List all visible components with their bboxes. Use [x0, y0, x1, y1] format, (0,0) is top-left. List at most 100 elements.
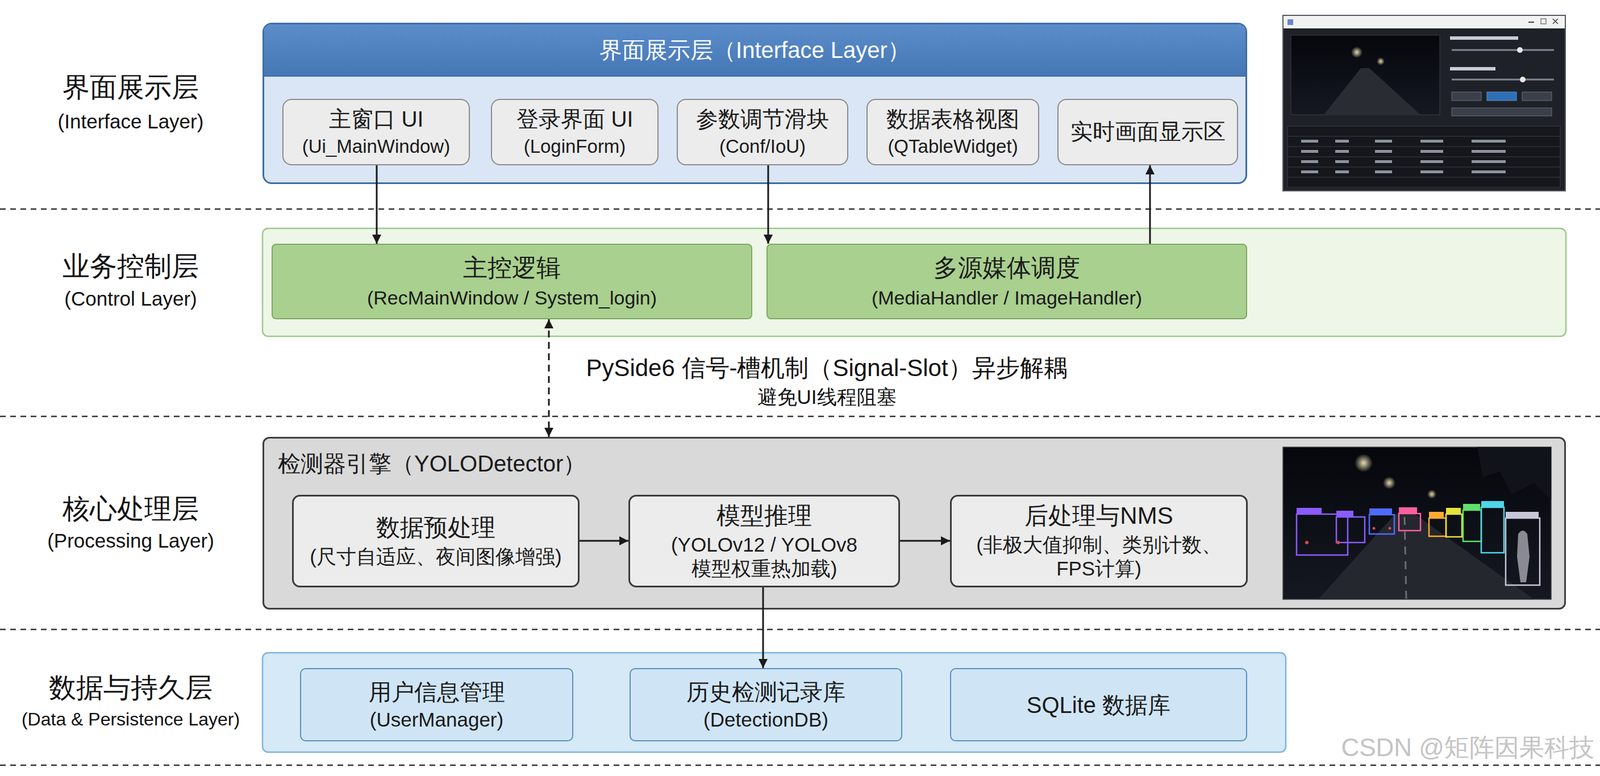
slider-track [1451, 78, 1554, 81]
window-button [1552, 18, 1558, 24]
result-table [1287, 126, 1561, 188]
box-subtitle: (MediaHandler / ImageHandler) [871, 286, 1143, 310]
window-button [1528, 21, 1535, 23]
layer-name: 核心处理层 [62, 493, 199, 525]
annotation-text: 避免UI线程阻塞 [757, 385, 897, 409]
ui-button [1451, 92, 1482, 101]
detection-boxes [1296, 507, 1540, 586]
table-cells [1301, 139, 1506, 174]
data-store-box: 用户信息管理(UserManager) [300, 668, 574, 742]
ui-button [1486, 92, 1517, 101]
box-title: 检测器引擎（YOLODetector） [277, 450, 586, 478]
window-titlebar [1283, 15, 1565, 29]
box-title: 用户信息管理 [368, 678, 506, 706]
data-store-box: 历史检测记录库(DetectionDB) [629, 668, 903, 742]
box-title: 历史检测记录库 [686, 678, 846, 706]
pipeline-step-box: 模型推理(YOLOv12 / YOLOv8 模型权重热加载) [628, 494, 900, 588]
box-title: 主控逻辑 [463, 253, 561, 283]
detection-tags [1296, 501, 1539, 519]
box-subtitle: (UserManager) [369, 707, 504, 732]
ui-button [1451, 107, 1552, 116]
box-subtitle: (尺寸自适应、夜间图像增强) [309, 544, 562, 569]
ui-component-box: 参数调节滑块(Conf/IoU) [676, 98, 849, 166]
layer-name: 业务控制层 [62, 250, 199, 282]
connector-group [376, 165, 1150, 669]
box-subtitle: (DetectionDB) [703, 707, 829, 732]
ui-button [1522, 92, 1552, 101]
data-store-box: SQLite 数据库 [950, 668, 1248, 742]
dashed-divider [0, 208, 1600, 211]
table-grid [1287, 136, 1561, 178]
panel-heading [1450, 67, 1496, 71]
box-subtitle: (Ui_MainWindow) [302, 135, 450, 158]
control-module-box: 主控逻辑 (RecMainWindow / System_login) [271, 243, 753, 320]
ui-component-box: 数据表格视图(QTableWidget) [866, 98, 1040, 166]
box-subtitle: (QTableWidget) [887, 135, 1018, 158]
slider-knob [1519, 76, 1526, 83]
bidirectional-arrow [548, 319, 550, 437]
road-shape [1318, 514, 1535, 600]
layer-divider [0, 209, 1600, 766]
box-title: 模型推理 [716, 501, 812, 531]
layer-panel: 界面展示层（Interface Layer） 主窗口 UI(Ui_MainWind… [262, 22, 1248, 185]
annotation-text: PySide6 信号-槽机制（Signal-Slot）异步解耦 [585, 354, 1068, 382]
flow-arrow [1149, 165, 1152, 244]
window-button [1540, 18, 1547, 24]
window-frame [1282, 15, 1566, 191]
street-light [1427, 489, 1437, 499]
street-light [1382, 476, 1396, 490]
box-title: 登录界面 UI [516, 106, 634, 133]
detection-illustration [1282, 447, 1552, 600]
street-light [1354, 453, 1373, 473]
slider-track [1451, 49, 1554, 52]
panel-heading [1450, 36, 1519, 40]
box-subtitle: (YOLOv12 / YOLOv8 模型权重热加载) [634, 532, 894, 581]
pipeline-step-box: 数据预处理(尺寸自适应、夜间图像增强) [292, 494, 580, 588]
night-scene [1282, 447, 1552, 600]
tree-silhouette [1477, 447, 1552, 500]
box-subtitle: (Conf/IoU) [719, 135, 806, 158]
box-title: 多源媒体调度 [933, 253, 1081, 283]
data-layer-band [262, 652, 1286, 753]
box-title: 主窗口 UI [328, 106, 424, 133]
layer-name-en: (Data & Persistence Layer) [21, 709, 240, 731]
video-area [1290, 35, 1440, 115]
layer-name: 界面展示层 [62, 71, 199, 103]
flow-arrow [579, 540, 629, 543]
box-title: 参数调节滑块 [696, 106, 829, 133]
layer-name-en: (Processing Layer) [47, 529, 215, 553]
layer-name-en: (Control Layer) [64, 287, 197, 311]
layer-name-en: (Interface Layer) [57, 110, 204, 133]
street-light [1376, 57, 1385, 66]
box-title: SQLite 数据库 [1026, 691, 1171, 719]
box-subtitle: (非极大值抑制、类别计数、 FPS计算) [956, 532, 1242, 581]
box-subtitle: (RecMainWindow / System_login) [367, 286, 657, 310]
box-subtitle: (LoginForm) [523, 135, 627, 158]
window-icon [1287, 19, 1294, 25]
street-light [1351, 46, 1363, 58]
box-title: 界面展示层（Interface Layer） [264, 24, 1246, 77]
pedestrian-figure [1517, 530, 1530, 583]
dashed-divider [0, 415, 1600, 418]
lane-marking [1404, 517, 1407, 600]
control-layer-band [262, 228, 1566, 337]
app-screenshot [1282, 15, 1566, 191]
watermark: CSDN @矩阵因果科技 [1340, 733, 1595, 763]
box-title: 后处理与NMS [1024, 501, 1173, 531]
ui-component-box: 主窗口 UI(Ui_MainWindow) [282, 98, 470, 166]
slider-knob [1517, 47, 1523, 53]
flow-arrow [762, 587, 765, 669]
layer-name: 数据与持久层 [48, 672, 213, 704]
box-title: 数据预处理 [376, 513, 496, 543]
flow-arrow [767, 165, 770, 244]
control-module-box: 多源媒体调度 (MediaHandler / ImageHandler) [766, 243, 1248, 320]
ui-component-box: 实时画面显示区 [1057, 98, 1239, 166]
tail-lights [1305, 527, 1392, 545]
road-shape [1323, 68, 1421, 115]
ui-component-box: 登录界面 UI(LoginForm) [490, 98, 659, 166]
pipeline-step-box: 后处理与NMS(非极大值抑制、类别计数、 FPS计算) [950, 494, 1248, 588]
dashed-divider [0, 628, 1600, 631]
box-title: 数据表格视图 [886, 106, 1020, 133]
flow-arrow [376, 165, 378, 244]
